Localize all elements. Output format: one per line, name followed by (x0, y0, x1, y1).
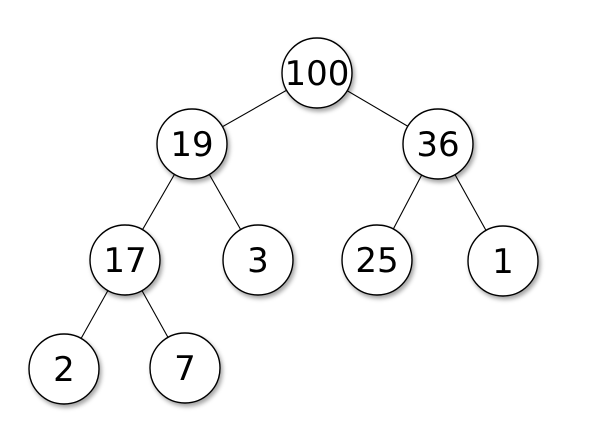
node-value-19: 19 (170, 125, 213, 165)
node-value-17: 17 (103, 241, 146, 281)
node-circle-36 (402, 108, 474, 180)
node-circle-19 (156, 108, 228, 180)
node-value-7: 7 (174, 349, 196, 389)
tree-node-17: 17 (89, 224, 161, 296)
node-value-36: 36 (416, 125, 459, 165)
node-circle-7 (149, 332, 221, 404)
node-circle-25 (341, 224, 413, 296)
tree-node-1: 1 (467, 225, 539, 297)
node-value-2: 2 (53, 350, 75, 390)
node-value-3: 3 (247, 241, 269, 281)
node-value-1: 1 (492, 242, 514, 282)
tree-node-19: 19 (156, 108, 228, 180)
node-value-25: 25 (355, 241, 398, 281)
node-value-100: 100 (285, 54, 350, 94)
node-circle-2 (28, 333, 100, 405)
tree-node-25: 25 (341, 224, 413, 296)
tree-node-3: 3 (222, 224, 294, 296)
nodes: 100 19 36 17 3 25 (28, 37, 539, 405)
node-circle-17 (89, 224, 161, 296)
node-circle-100 (281, 37, 353, 109)
node-circle-1 (467, 225, 539, 297)
tree-node-2: 2 (28, 333, 100, 405)
tree-node-36: 36 (402, 108, 474, 180)
tree-node-7: 7 (149, 332, 221, 404)
tree-node-100: 100 (281, 37, 353, 109)
node-circle-3 (222, 224, 294, 296)
